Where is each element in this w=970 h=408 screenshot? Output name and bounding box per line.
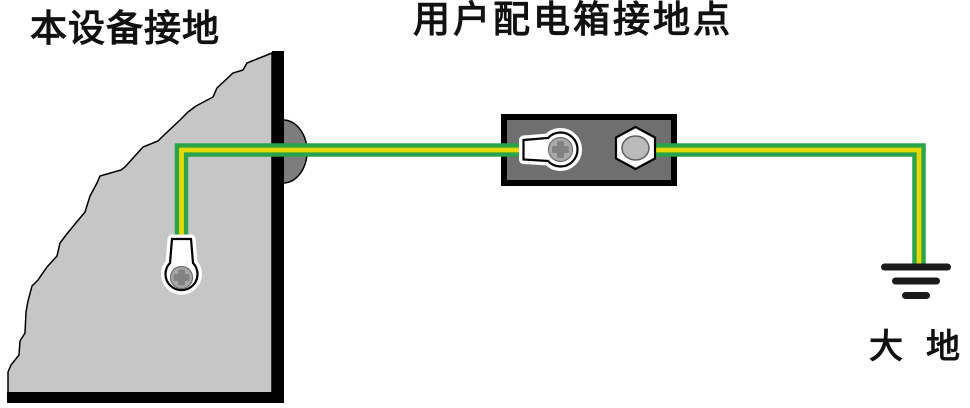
wire-yellow-stripe (179, 147, 528, 246)
earth-bar-top (881, 263, 951, 271)
screw-cross-horizontal (173, 274, 190, 281)
hex-nut-bore (621, 135, 650, 161)
label-earth: 大 地 (869, 329, 962, 366)
earth-bar-bottom (902, 292, 930, 299)
ground-wire-box-to-earth (652, 143, 926, 264)
panel-body (7, 51, 273, 394)
ring-terminal-equipment (161, 234, 202, 295)
hex-nut-terminal (614, 125, 657, 171)
wire-yellow-stripe (652, 147, 922, 264)
panel-frame-bottom-bar (7, 392, 284, 403)
earth-bar-middle (892, 277, 940, 285)
ring-terminal-box (519, 128, 582, 171)
earth-ground-symbol (881, 263, 951, 299)
label-equipment-ground: 本设备接地 (30, 9, 220, 50)
panel-frame-vertical-bar (272, 51, 284, 403)
label-distribution-box-ground-point: 用户配电箱接地点 (413, 0, 733, 41)
ground-wire-equipment-to-box (174, 143, 528, 246)
screw-cross-horizontal (552, 146, 569, 153)
wire-green-sheath (652, 143, 926, 264)
equipment-panel (7, 51, 308, 403)
